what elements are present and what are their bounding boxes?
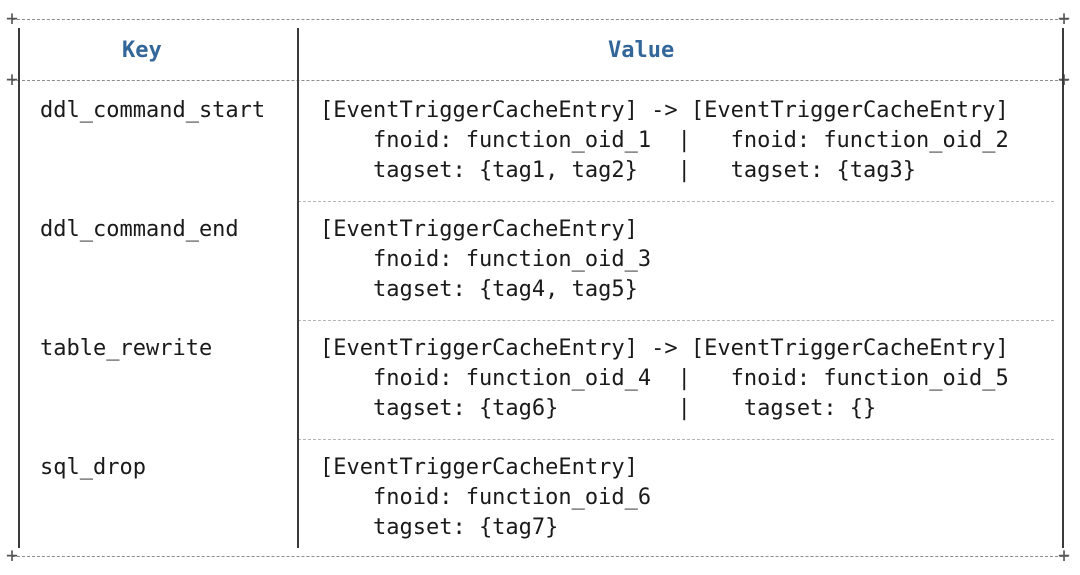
corner-plus: + <box>1058 543 1071 567</box>
left-border <box>18 28 20 548</box>
key-cell: ddl_command_end <box>40 217 239 242</box>
key-cell: table_rewrite <box>40 336 213 361</box>
value-line: [EventTriggerCacheEntry] -> [EventTrigge… <box>320 98 1009 123</box>
value-line: tagset: {tag6} | tagset: {} <box>320 396 877 421</box>
header-border <box>12 80 1068 81</box>
corner-plus: + <box>1058 67 1071 91</box>
value-line: [EventTriggerCacheEntry] <box>320 217 638 242</box>
value-header: Value <box>608 38 675 63</box>
column-separator <box>297 28 299 548</box>
value-line: fnoid: function_oid_1 | fnoid: function_… <box>320 128 1009 153</box>
value-line: [EventTriggerCacheEntry] -> [EventTrigge… <box>320 336 1009 361</box>
top-border <box>12 19 1068 20</box>
row-divider <box>298 201 1054 202</box>
corner-plus: + <box>6 6 19 30</box>
value-line: tagset: {tag7} <box>320 515 559 540</box>
key-header: Key <box>122 38 162 63</box>
value-line: fnoid: function_oid_6 <box>320 485 652 510</box>
corner-plus: + <box>6 67 19 91</box>
row-divider <box>298 439 1054 440</box>
right-border <box>1062 28 1064 548</box>
corner-plus: + <box>1058 6 1071 30</box>
value-line: tagset: {tag4, tag5} <box>320 277 638 302</box>
key-cell: ddl_command_start <box>40 98 266 123</box>
key-cell: sql_drop <box>40 455 146 480</box>
row-divider <box>298 320 1054 321</box>
bottom-border <box>12 556 1068 557</box>
value-line: fnoid: function_oid_4 | fnoid: function_… <box>320 366 1009 391</box>
value-line: [EventTriggerCacheEntry] <box>320 455 638 480</box>
value-line: tagset: {tag1, tag2} | tagset: {tag3} <box>320 158 917 183</box>
corner-plus: + <box>6 543 19 567</box>
value-line: fnoid: function_oid_3 <box>320 247 652 272</box>
